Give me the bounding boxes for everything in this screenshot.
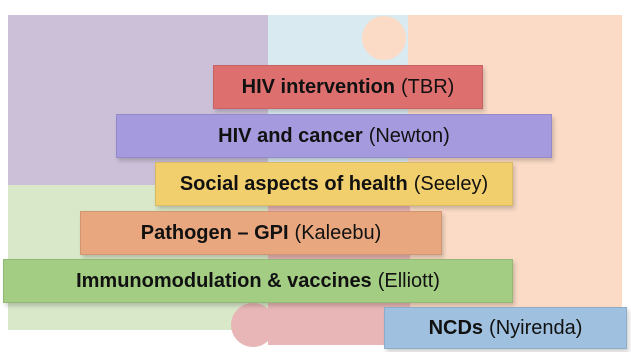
topic-label: Pathogen – GPI <box>140 221 289 244</box>
topic-label: HIV and cancer <box>218 124 363 147</box>
topic-bar-immunomodulation: Immunomodulation & vaccines (Elliott) <box>3 259 513 303</box>
topic-bar-pathogen-gpi: Pathogen – GPI (Kaleebu) <box>80 211 442 255</box>
person-label: (Seeley) <box>413 172 489 195</box>
topic-label: Social aspects of health <box>179 172 408 195</box>
puzzle-piece-green <box>8 185 270 330</box>
person-label: (Elliott) <box>377 269 440 292</box>
person-label: (Kaleebu) <box>294 221 382 244</box>
puzzle-knob-bottom <box>231 303 275 347</box>
puzzle-knob-left <box>62 141 106 185</box>
topic-bar-hiv-and-cancer: HIV and cancer (Newton) <box>116 114 552 158</box>
person-label: (TBR) <box>401 75 455 98</box>
topic-bar-ncds: NCDs (Nyirenda) <box>384 307 627 349</box>
person-label: (Newton) <box>368 124 450 147</box>
topic-bar-hiv-intervention: HIV intervention (TBR) <box>213 65 483 109</box>
topic-label: Immunomodulation & vaccines <box>76 269 372 292</box>
person-label: (Nyirenda) <box>489 316 583 339</box>
topic-label: NCDs <box>428 316 484 339</box>
topic-label: HIV intervention <box>241 75 396 98</box>
topic-bar-social-aspects: Social aspects of health (Seeley) <box>155 162 513 206</box>
puzzle-knob-top <box>362 16 406 60</box>
